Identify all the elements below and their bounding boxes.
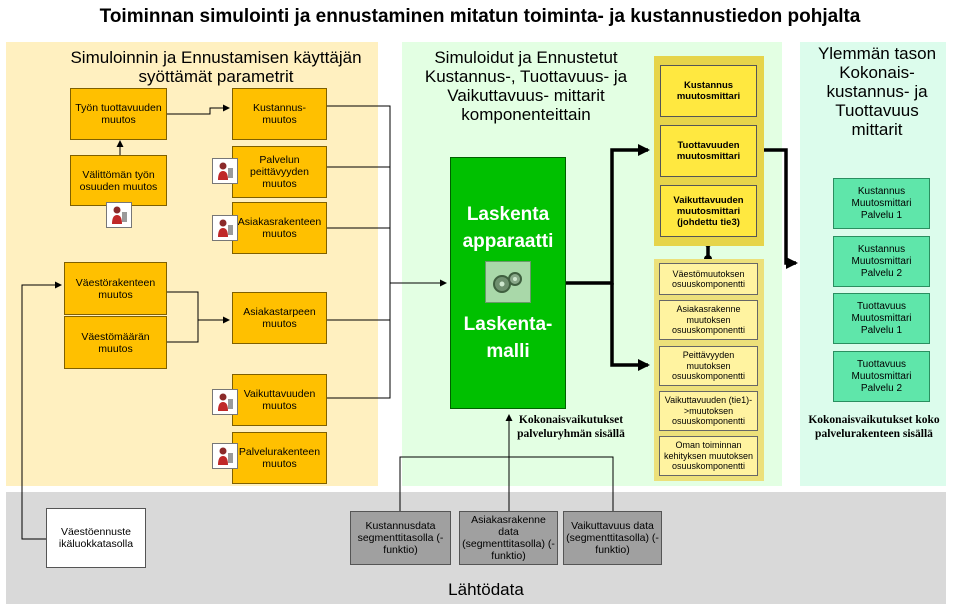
productivity-meter-service-2-box[interactable]: Tuottavuus Muutosmittari Palvelu 2 [833,351,930,402]
right-total-effects-note: Kokonaisvaikutukset koko palvelurakentee… [808,414,940,440]
effectiveness-change-meter-box[interactable]: Vaikuttavuuden muutosmittari (johdettu t… [660,185,757,237]
engine-line-4: malli [486,341,530,362]
work-productivity-change-box[interactable]: Työn tuottavuuden muutos [70,88,167,140]
cost-change-box[interactable]: Kustannus- muutos [232,88,327,140]
engine-line-1: Laskenta [466,204,550,225]
effectiveness-component-box[interactable]: Vaikuttavuuden (tie1)->muutoksen osuusko… [659,391,758,431]
population-structure-change-box[interactable]: Väestörakenteen muutos [64,262,167,315]
engine-line-3: Laskenta- [463,314,553,335]
person-icon [212,215,238,241]
own-development-component-box[interactable]: Oman toiminnan kehityksen muutoksen osuu… [659,436,758,476]
engine-line-2: apparaatti [462,231,554,252]
effectiveness-data-box[interactable]: Vaikuttavuus data (segmenttitasolla) (-f… [563,511,662,565]
page-title: Toiminnan simulointi ja ennustaminen mit… [99,6,861,27]
person-icon [106,202,132,228]
cost-meter-service-2-box[interactable]: Kustannus Muutosmittari Palvelu 2 [833,236,930,287]
productivity-meter-service-1-box[interactable]: Tuottavuus Muutosmittari Palvelu 1 [833,293,930,344]
gear-engine-icon [485,261,531,303]
coverage-change-component-box[interactable]: Peittävyyden muutoksen osuuskomponentti [659,346,758,386]
panel-left-heading: Simuloinnin ja Ennustamisen käyttäjän sy… [70,48,362,86]
direct-work-share-change-box[interactable]: Välittömän työn osuuden muutos [70,155,167,206]
person-icon [212,389,238,415]
productivity-change-meter-box[interactable]: Tuottavuuden muutosmittari [660,125,757,177]
cost-change-meter-box[interactable]: Kustannus muutosmittari [660,65,757,117]
customer-need-change-box[interactable]: Asiakastarpeen muutos [232,292,327,344]
panel-mid-heading: Simuloidut ja Ennustetut Kustannus-, Tuo… [424,48,628,124]
population-size-change-box[interactable]: Väestömäärän muutos [64,316,167,369]
service-structure-change-box[interactable]: Palvelurakenteen muutos [232,432,327,484]
customer-structure-data-box[interactable]: Asiakasrakenne data (segmenttitasolla) (… [459,511,558,565]
panel-right-heading: Ylemmän tason Kokonais- kustannus- ja Tu… [817,44,937,139]
effectiveness-change-box[interactable]: Vaikuttavuuden muutos [232,374,327,426]
cost-meter-service-1-box[interactable]: Kustannus Muutosmittari Palvelu 1 [833,178,930,229]
cost-data-box[interactable]: Kustannusdata segmenttitasolla (-funktio… [350,511,451,565]
mid-total-effects-note: Kokonaisvaikutukset palveluryhmän sisäll… [517,414,625,440]
population-forecast-box[interactable]: Väestöennuste ikäluokkatasolla [46,508,146,568]
customer-structure-component-box[interactable]: Asiakasrakenne muutoksen osuuskomponentt… [659,300,758,340]
person-icon [212,158,238,184]
customer-structure-change-box[interactable]: Asiakasrakenteen muutos [232,202,327,254]
population-change-component-box[interactable]: Väestömuutoksen osuuskomponentti [659,263,758,295]
panel-bottom-heading: Lähtödata [448,580,524,599]
calculation-engine-box: Laskenta apparaatti Laskenta- malli [450,157,566,409]
service-coverage-change-box[interactable]: Palvelun peittävyyden muutos [232,146,327,198]
person-icon [212,443,238,469]
